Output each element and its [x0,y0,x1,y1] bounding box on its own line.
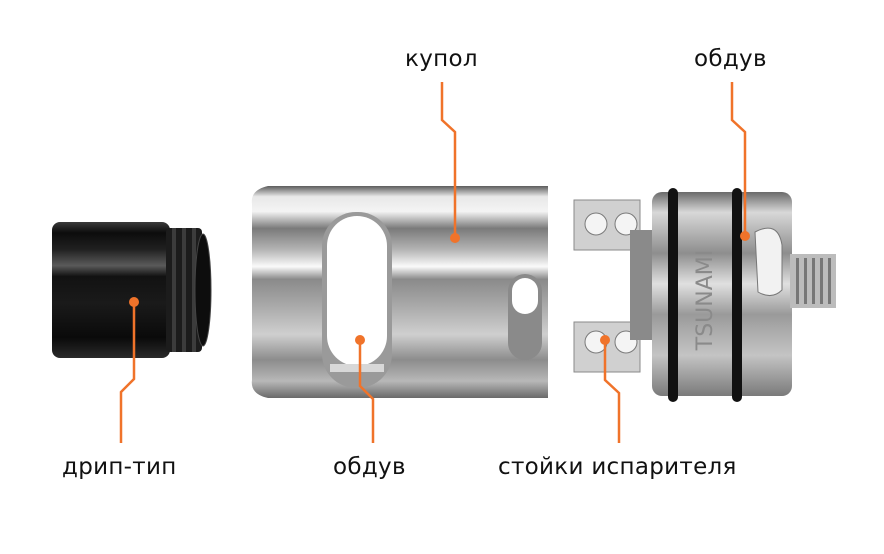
callout-line-dome [440,82,457,238]
callout-dot-drip-tip [129,297,139,307]
label-base-airflow: обдув [694,46,767,72]
callout-lines [119,82,747,443]
callout-line-drip-tip [119,302,136,443]
label-deck-posts: стойки испарителя [498,454,737,480]
callout-dot-dome-airflow [355,335,365,345]
label-dome: купол [405,46,478,72]
callout-dots [129,231,750,345]
deck-part: TSUNAMI [573,188,836,402]
brand-engraving: TSUNAMI [693,250,718,351]
callout-line-base-airflow [730,82,747,236]
callout-line-dome-airflow [358,340,375,443]
callout-dot-deck-posts [600,335,610,345]
callout-dot-dome [450,233,460,243]
label-drip-tip: дрип-тип [62,454,177,480]
label-dome-airflow: обдув [333,454,406,480]
callout-dot-base-airflow [740,231,750,241]
callout-line-deck-posts [603,340,621,443]
drip-tip-part [52,222,212,358]
dome-part [251,186,549,398]
